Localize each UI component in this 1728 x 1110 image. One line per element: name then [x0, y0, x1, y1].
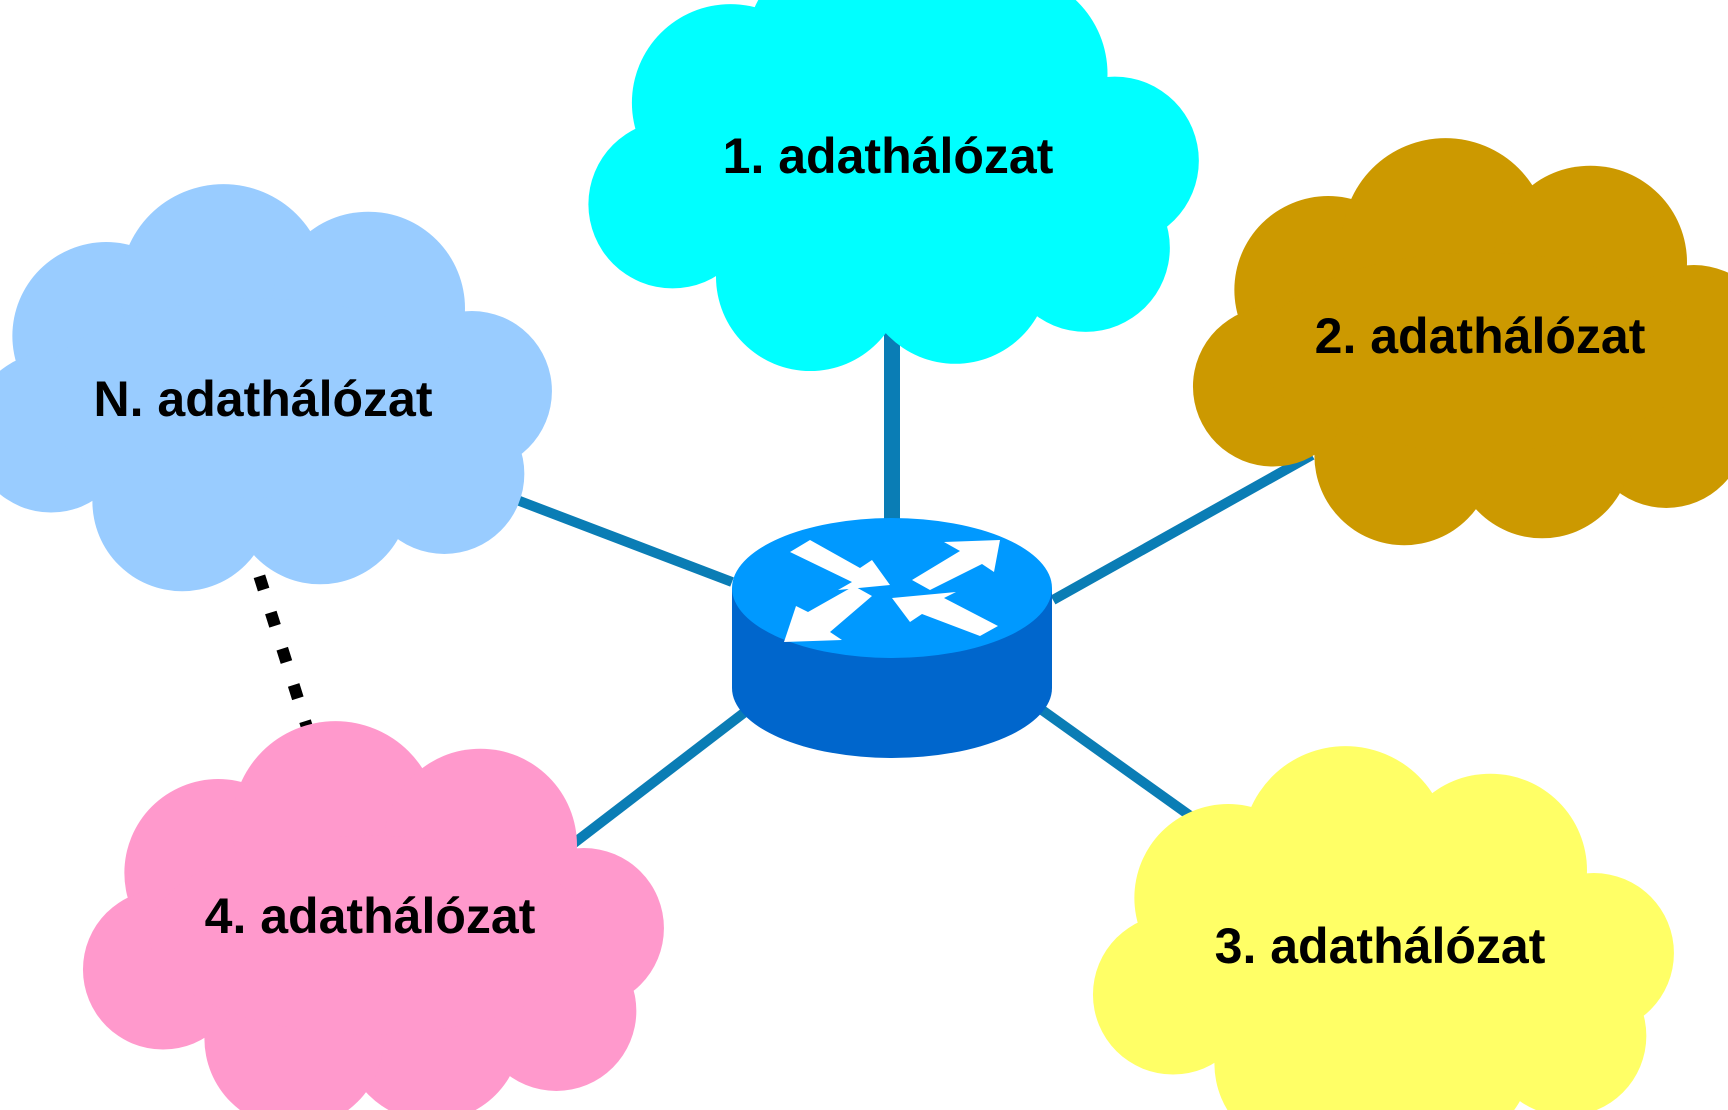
arrow-out-top-right	[912, 540, 1000, 590]
links	[242, 310, 1315, 860]
cloud-shape-net2	[1192, 138, 1728, 546]
cloud-shape-net4	[82, 721, 664, 1110]
router-icon	[732, 518, 1052, 758]
arrow-out-bottom-left	[784, 586, 872, 642]
link-net2	[1050, 450, 1315, 605]
cloud-shape-net3	[1092, 746, 1674, 1110]
label-net2: 2. adathálózat	[1315, 308, 1646, 364]
label-net4: 4. adathálózat	[205, 888, 536, 944]
cloud-net3: 3. adathálózat	[1092, 746, 1674, 1110]
arrow-in-bottom-right	[892, 592, 998, 636]
label-net1: 1. adathálózat	[723, 128, 1054, 184]
arrow-in-top-left	[790, 540, 890, 590]
cloud-net1: 1. adathálózat	[588, 0, 1199, 371]
cloud-net2: 2. adathálózat	[1192, 138, 1728, 546]
label-netN: N. adathálózat	[93, 371, 432, 427]
cloud-net4: 4. adathálózat	[82, 721, 664, 1110]
router-top	[732, 518, 1052, 658]
cloud-netN: N. adathálózat	[0, 184, 552, 592]
label-net3: 3. adathálózat	[1215, 918, 1546, 974]
router-arrows	[784, 540, 1000, 642]
dotted-link-netN-net4	[242, 538, 328, 777]
link-net4	[561, 708, 749, 854]
cloud-shape-net1	[588, 0, 1199, 371]
cloud-shape-netN	[0, 184, 552, 592]
